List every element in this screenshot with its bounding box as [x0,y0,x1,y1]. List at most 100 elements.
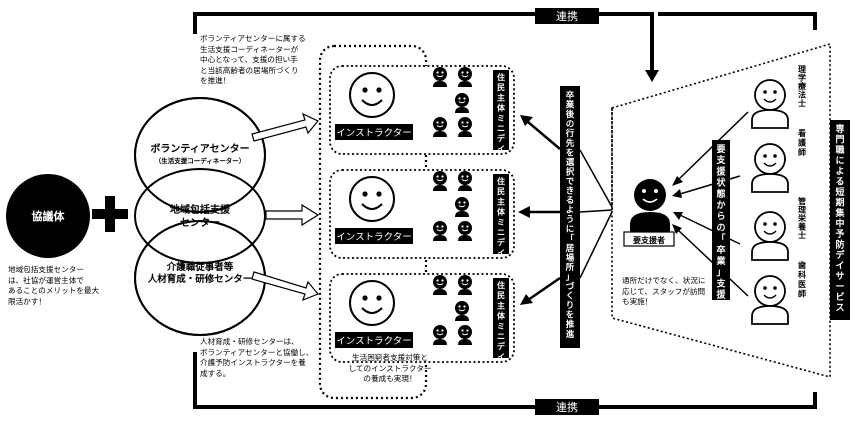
support-banner-label-char: 業 [715,255,726,267]
service-banner-label-char: 短 [835,186,844,198]
volunteer-center-title: ボランティアセンター [150,142,249,155]
professional-label-char: 理 [798,65,806,74]
renkei-bottom-label: 連携 [556,400,578,414]
central-banner-label-char: を [566,148,575,158]
note-chiiki: 地域包括支援センター は、社協が運営主体で あることのメリットを最大 限活かす！ [8,265,100,306]
professional-label-char: 看 [797,128,806,138]
note-volunteer: ボランティアセンターに属する 生活支援コーディネーターが 中心となって、支援の担… [200,34,306,85]
central-banner-box [560,86,580,348]
central-banner-label-char: 居 [565,244,575,254]
support-banner-label-char: ら [716,211,725,222]
central-banner-label-char: で [566,177,575,187]
resident-icon [432,220,448,242]
professional-label-char: 護 [798,138,807,148]
renkei-top-label: 連携 [556,9,578,23]
note-training: 人材育成・研修センターは、 ボランティアセンターと協働し、 介護予防インストラク… [200,337,314,378]
support-banner-label-char: 」 [716,268,725,278]
mini-day-label-char: 主 [497,196,505,206]
support-banner-label-char: の [716,222,725,233]
mini-day-label-char: デ [497,133,506,143]
service-banner-label-char: 職 [835,144,844,156]
service-banner-label-char: 期 [835,197,844,209]
support-banner-label-char: 状 [716,177,726,189]
central-banner-label-char: 行 [565,128,575,139]
central-banner-label-char: 後 [566,109,575,120]
central-banner-label-char: り [566,301,575,311]
mini-day-label-char: ミ [497,114,505,123]
resident-icon [454,196,470,218]
resident-icon [457,170,473,192]
professional-icon [751,275,789,325]
professional-label-char: 歯 [798,260,806,270]
professional-label-char: 科 [798,270,806,280]
support-banner-label-char: 支 [715,277,726,289]
central-banner-label-char: よ [566,206,575,216]
professional-label-char: 法 [798,90,806,100]
service-banner-label-char: 防 [835,239,844,251]
resident-icon [432,66,448,88]
service-banner-label-char: ビ [835,291,844,303]
professional-label-char: 医 [798,280,806,289]
central-banner-label-char: の [566,120,575,130]
resident-icon [432,274,448,296]
support-banner-box [712,140,730,300]
chiiki-center-line1: 地域包括支援 [170,203,231,216]
service-banner-label-char: サ [835,271,844,282]
mini-day-box [493,70,509,150]
mini-day-label-char: ニ [497,124,505,133]
mini-day-label-char: ニ [497,228,505,237]
instructor-label: インストラクター [336,128,411,139]
note-instructor: 生活困窮者支援対策と してのインストラクター の養成も実現！ [348,353,432,383]
chiiki-houkatsu-circle [134,168,266,264]
service-banner-label-char: ー [835,283,844,293]
central-banner-label-char: う [566,215,575,225]
central-banner-label-char: に [566,225,575,235]
service-banner-label-char: デ [835,249,845,261]
resident-icon [454,92,470,114]
resident-icon [457,274,473,296]
service-banner-label-char: イ [835,261,844,272]
professional-label-char: 士 [798,230,806,240]
service-banner-label-char: 予 [835,229,844,240]
central-banner-label-char: 選 [566,157,575,168]
youshien-label-box [623,231,675,247]
central-banner-label-char: 推 [566,319,575,330]
kyogikai-label: 協議体 [32,209,66,223]
support-banner-label-char: 「 [716,233,725,245]
central-banner-label-char: 業 [565,100,575,111]
central-banner-label-char: を [566,311,575,321]
central-banner-label-char: く [566,292,575,302]
choice-arrow-bottom-head [520,294,533,305]
mini-day-label-char: イ [497,248,505,257]
professional-label-char: 理 [798,206,806,215]
mini-day-label-char: 体 [497,311,506,321]
central-banner-label-char: る [566,196,575,206]
central-banner-label-char: 場 [566,252,575,263]
support-banner-label-char: 支 [715,154,726,166]
mini-day-label-char: イ [497,144,505,153]
professional-label-char: 士 [798,98,806,108]
support-banner-label-char: 卒 [716,244,725,256]
choice-arrow-top-line [527,121,561,150]
professional-label-char: 栄 [797,213,807,223]
central-banner-label-char: 「 [566,233,575,244]
professional-label: 看護師 [797,128,807,157]
kaigo-center-line2: 人材育成・研修センター [148,273,253,285]
renkei-top-label-box [535,8,599,24]
instructor-label: インストラクター [336,232,411,243]
service-banner-label-char: 集 [834,207,845,219]
professional-icon [751,211,789,261]
resident-icon [457,66,473,88]
central-banner-label-char: 所 [565,262,575,273]
mini-day-label-char: デ [497,341,506,351]
professional-label-char: 管 [798,196,806,206]
youshien-label: 要支援者 [633,235,665,245]
support-banner-label-char: 要 [716,144,725,155]
